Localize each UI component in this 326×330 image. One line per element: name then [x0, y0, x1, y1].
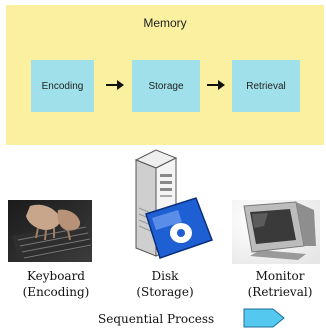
device-role: (Retrieval) [247, 285, 313, 299]
device-caption-disk: Disk (Storage) [130, 268, 200, 300]
crt-monitor-icon [232, 200, 320, 264]
device-name: Monitor [255, 269, 305, 283]
device-role: (Storage) [136, 285, 194, 299]
keyboard-hands-icon [8, 200, 92, 262]
device-role: (Encoding) [22, 285, 90, 299]
server-tower-floppy-disk-icon [134, 149, 213, 259]
device-name: Disk [151, 269, 179, 283]
device-caption-monitor: Monitor (Retrieval) [242, 268, 318, 300]
stage-encoding: Encoding [31, 60, 94, 112]
arrow-right-icon [106, 80, 124, 90]
device-name: Keyboard [26, 269, 85, 283]
stage-storage: Storage [132, 60, 200, 112]
pentagon-arrow-icon [243, 308, 285, 328]
memory-panel: Memory Encoding Storage Retrieval [6, 5, 324, 145]
memory-title: Memory [143, 16, 187, 30]
arrow-right-icon [207, 80, 225, 90]
legend-label: Sequential Process [98, 312, 215, 326]
stage-retrieval: Retrieval [232, 60, 300, 112]
device-caption-keyboard: Keyboard (Encoding) [18, 268, 94, 300]
